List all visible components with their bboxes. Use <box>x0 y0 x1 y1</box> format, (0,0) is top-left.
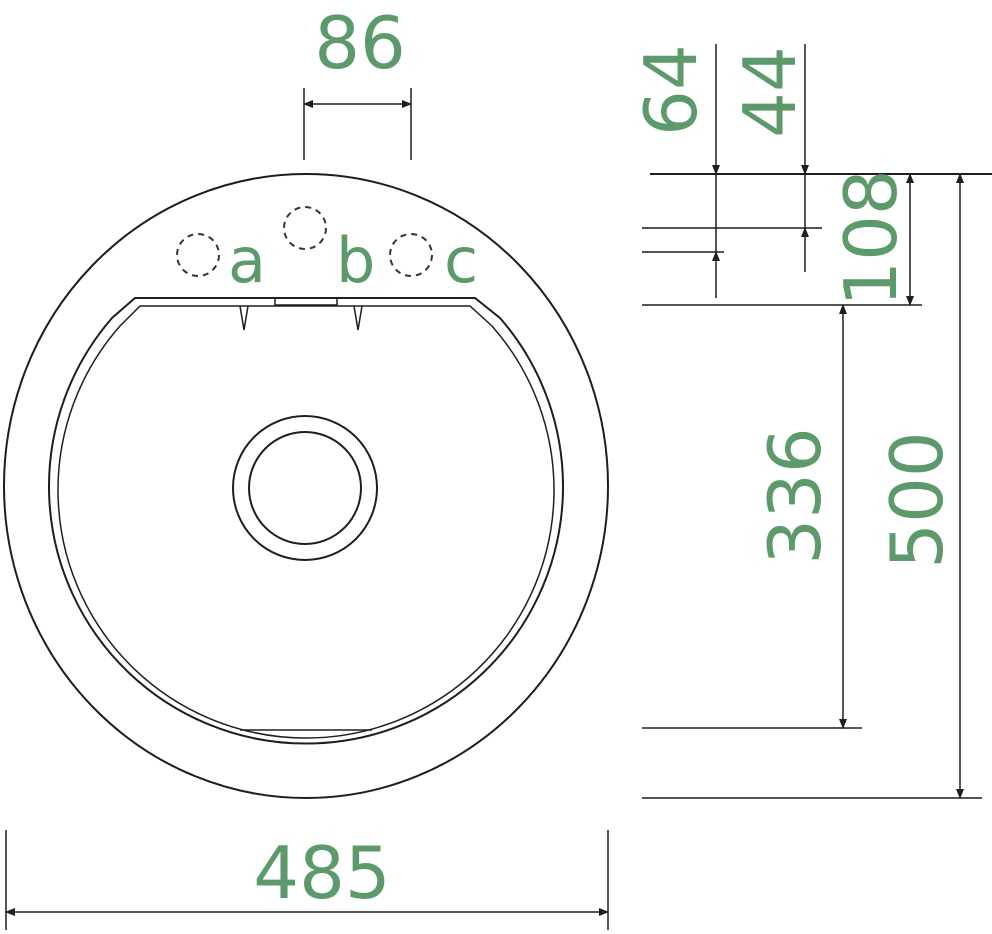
tap-label-b: b <box>336 224 375 297</box>
dimension-label-485: 485 <box>253 831 390 915</box>
side-view-dimensions: 64 44 108 336 500 <box>629 44 992 799</box>
tap-label-a: a <box>228 224 266 297</box>
sink-outer-rim <box>3 173 609 799</box>
clip-right <box>353 305 363 331</box>
tap-label-c: c <box>444 224 478 297</box>
dimension-label-108: 108 <box>829 169 913 306</box>
tap-hole-c <box>389 233 433 277</box>
drain-outer <box>232 415 378 561</box>
dimension-label-336: 336 <box>753 427 837 564</box>
dimension-86: 86 <box>303 1 412 160</box>
dimension-label-86: 86 <box>314 1 406 85</box>
drain-inner <box>248 431 362 545</box>
dimension-label-500: 500 <box>875 431 959 568</box>
dimension-485: 485 <box>5 830 609 930</box>
dimension-label-44: 44 <box>728 46 812 138</box>
bowl-inner-outline <box>57 305 555 739</box>
overflow-slot <box>274 297 338 306</box>
tap-hole-b <box>283 206 327 250</box>
tap-hole-a <box>176 233 220 277</box>
sink-top-view: a b c <box>3 173 609 799</box>
bowl-outline <box>48 297 564 745</box>
dimension-label-64: 64 <box>629 44 713 136</box>
clip-left <box>239 305 249 331</box>
